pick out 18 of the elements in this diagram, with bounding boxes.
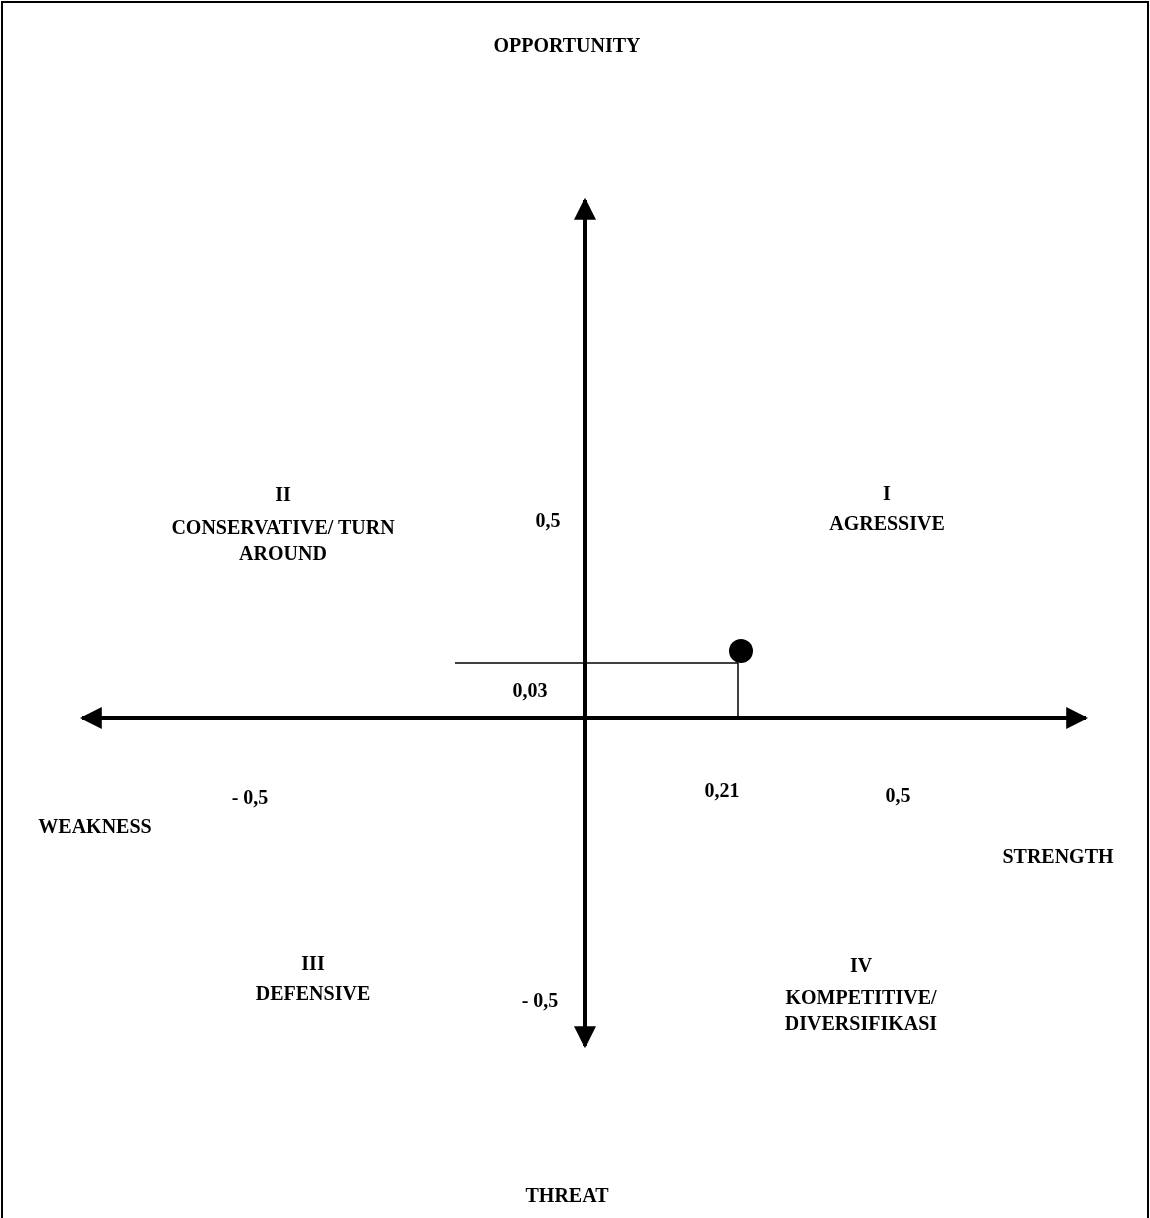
quadrant-label: DEFENSIVE	[255, 981, 371, 1006]
tick-label: - 0,5	[231, 785, 269, 810]
axis-title: THREAT	[525, 1183, 609, 1208]
quadrant-label: CONSERVATIVE/ TURN AROUND	[170, 515, 396, 566]
tick-label: - 0,5	[521, 988, 559, 1013]
axis-title: OPPORTUNITY	[493, 33, 641, 58]
quadrant-label: AGRESSIVE	[829, 511, 945, 536]
tick-label: 0,5	[535, 508, 561, 533]
axis-title: WEAKNESS	[38, 814, 152, 839]
quadrant-number: I	[883, 481, 891, 506]
axis-title: STRENGTH	[1002, 844, 1114, 869]
value-label: 0,21	[704, 778, 740, 803]
tick-label: 0,5	[885, 783, 911, 808]
quadrant-number: III	[301, 951, 325, 976]
quadrant-number: IV	[849, 953, 873, 978]
value-label: 0,03	[512, 678, 548, 703]
quadrant-number: II	[275, 482, 291, 507]
quadrant-label: KOMPETITIVE/ DIVERSIFIKASI	[783, 985, 939, 1036]
